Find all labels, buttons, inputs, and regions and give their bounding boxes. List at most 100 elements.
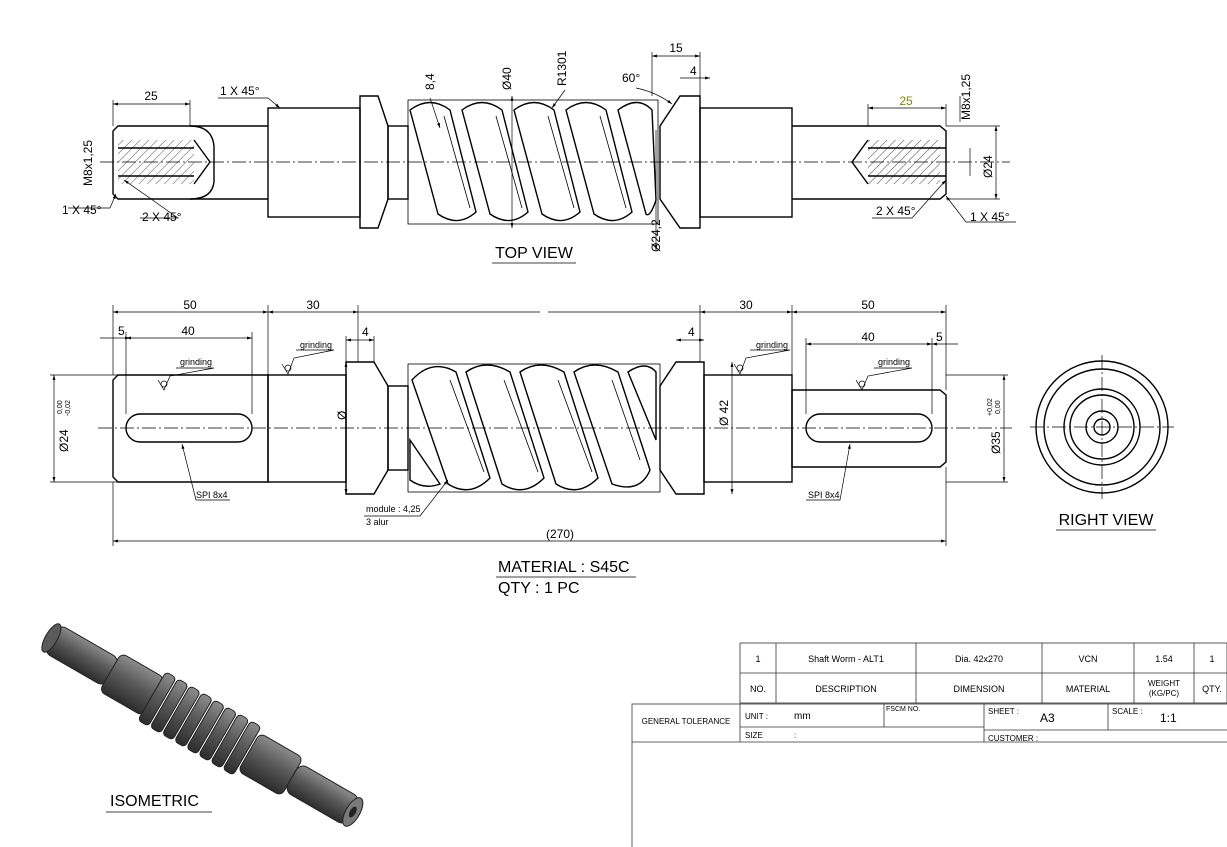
dim-4-top: 4 bbox=[690, 64, 697, 78]
grinding-label-4: grinding bbox=[878, 357, 910, 367]
front-right-journal bbox=[703, 374, 793, 483]
dim-40-left: 40 bbox=[181, 324, 195, 338]
header-description: DESCRIPTION bbox=[815, 684, 877, 694]
dim-15: 15 bbox=[669, 41, 683, 55]
chamfer-left-bottom: 1 X 45° bbox=[62, 203, 102, 217]
dim-50-right: 50 bbox=[861, 298, 875, 312]
alur-note: 3 alur bbox=[366, 517, 389, 527]
top-worm-threads bbox=[409, 101, 657, 222]
material-note: MATERIAL : S45C bbox=[498, 559, 630, 576]
right-view-label: RIGHT VIEW bbox=[1059, 512, 1155, 529]
front-right-keyway bbox=[805, 413, 933, 443]
top-left-journal bbox=[267, 107, 361, 218]
dim-30-left: 30 bbox=[306, 298, 320, 312]
thread-m8-right: M8x1,25 bbox=[959, 74, 973, 120]
top-right-journal bbox=[699, 107, 793, 218]
top-view: 25 1 X 45° M8x1,25 1 X 45° 2 X 45° 8,4 Ø… bbox=[62, 41, 1016, 264]
header-weight-line1: WEIGHT bbox=[1148, 679, 1180, 688]
grinding-label-2: grinding bbox=[300, 340, 332, 350]
dim-4-right: 4 bbox=[688, 325, 695, 339]
dim-dia35: Ø35 bbox=[989, 431, 1003, 454]
top-right-thread-hole bbox=[851, 139, 946, 185]
front-left-keyway bbox=[125, 413, 253, 443]
dim-40-right: 40 bbox=[861, 330, 875, 344]
size-colon: : bbox=[794, 731, 796, 740]
dim-4-left: 4 bbox=[362, 325, 369, 339]
dim-dia24-2: Ø24,2 bbox=[649, 219, 663, 252]
front-worm-threads bbox=[409, 364, 657, 491]
dim-r1301: R1301 bbox=[555, 50, 569, 86]
tol-lower-right: 0,00 bbox=[995, 400, 1002, 414]
dim-dia24-tol: Ø24 bbox=[57, 429, 71, 452]
part-description: Shaft Worm - ALT1 bbox=[808, 654, 884, 664]
spi-label-right: SPI 8x4 bbox=[808, 490, 840, 500]
dim-dia-sym: Ø bbox=[335, 411, 349, 420]
part-material: VCN bbox=[1078, 654, 1097, 664]
scale-value: 1:1 bbox=[1160, 711, 1177, 725]
dim-50-left: 50 bbox=[183, 298, 197, 312]
header-dimension: DIMENSION bbox=[953, 684, 1004, 694]
top-right-thread-hatch bbox=[868, 140, 940, 184]
grinding-symbol-4 bbox=[855, 367, 913, 391]
chamfer-left-top: 1 X 45° bbox=[220, 84, 260, 98]
fscm-label: FSCM NO. bbox=[886, 706, 920, 713]
header-material: MATERIAL bbox=[1066, 684, 1110, 694]
front-right-collar bbox=[659, 361, 705, 495]
chamfer-right-2x: 2 X 45° bbox=[876, 204, 916, 218]
dim-5-left: 5 bbox=[118, 324, 125, 338]
dim-overall: (270) bbox=[546, 527, 574, 541]
chamfer-right: 1 X 45° bbox=[970, 210, 1010, 224]
thread-m8-left: M8x1,25 bbox=[81, 140, 95, 186]
part-dimension: Dia. 42x270 bbox=[955, 654, 1003, 664]
front-view: 50 30 30 50 5 40 4 4 40 5 Ø24 0,00 -0,02… bbox=[50, 298, 1012, 597]
header-qty: QTY. bbox=[1202, 684, 1222, 694]
front-left-shaft bbox=[112, 374, 269, 483]
dim-dia40: Ø40 bbox=[500, 67, 514, 90]
sheet-value: A3 bbox=[1040, 711, 1055, 725]
dim-dia42: Ø 42 bbox=[717, 400, 731, 426]
isometric-label: ISOMETRIC bbox=[110, 793, 199, 810]
sheet-label: SHEET : bbox=[988, 707, 1019, 716]
dim-5-right: 5 bbox=[936, 330, 943, 344]
module-note: module : 4,25 bbox=[366, 504, 421, 514]
top-view-label: TOP VIEW bbox=[495, 245, 574, 262]
customer-label: CUSTOMER : bbox=[988, 734, 1038, 743]
general-tolerance: GENERAL TOLERANCE bbox=[642, 717, 731, 726]
unit-value: mm bbox=[794, 711, 811, 722]
grinding-label-3: grinding bbox=[756, 340, 788, 350]
header-no: NO. bbox=[750, 684, 766, 694]
chamfer-left-2x: 2 X 45° bbox=[142, 210, 182, 224]
front-right-shaft bbox=[791, 389, 947, 468]
isometric-view: ISOMETRIC bbox=[41, 623, 364, 827]
tol-lower-left: -0,02 bbox=[65, 400, 72, 416]
angle-60: 60° bbox=[622, 71, 640, 85]
part-weight: 1.54 bbox=[1155, 654, 1173, 664]
top-left-thread-hole bbox=[118, 139, 211, 185]
grinding-symbol-3 bbox=[733, 349, 791, 375]
top-right-shaft-end bbox=[792, 125, 947, 200]
title-block: 1 Shaft Worm - ALT1 Dia. 42x270 VCN 1.54… bbox=[631, 642, 1227, 847]
spi-label-left: SPI 8x4 bbox=[196, 490, 228, 500]
tol-upper-left: 0,00 bbox=[57, 400, 64, 414]
dim-dia24-right: Ø24 bbox=[981, 155, 995, 178]
part-no: 1 bbox=[755, 654, 760, 664]
grinding-symbol-1 bbox=[157, 367, 215, 391]
dim-30-right: 30 bbox=[739, 298, 753, 312]
top-left-thread-hatch bbox=[118, 140, 194, 184]
part-qty: 1 bbox=[1209, 654, 1214, 664]
qty-note: QTY : 1 PC bbox=[498, 580, 580, 597]
unit-label: UNIT : bbox=[745, 712, 768, 721]
front-left-journal bbox=[267, 374, 347, 483]
top-right-collar bbox=[659, 95, 701, 229]
top-worm-body bbox=[407, 99, 659, 225]
grinding-label-1: grinding bbox=[180, 357, 212, 367]
size-label: SIZE bbox=[745, 731, 763, 740]
dim-25-right: 25 bbox=[899, 94, 913, 108]
header-weight-line2: (KG/PC) bbox=[1149, 689, 1180, 698]
dim-25-left: 25 bbox=[144, 89, 158, 103]
dim-8-4: 8,4 bbox=[423, 73, 437, 90]
right-view: RIGHT VIEW bbox=[1030, 355, 1174, 531]
tol-upper-right: +0,02 bbox=[987, 398, 994, 416]
scale-label: SCALE : bbox=[1112, 707, 1143, 716]
